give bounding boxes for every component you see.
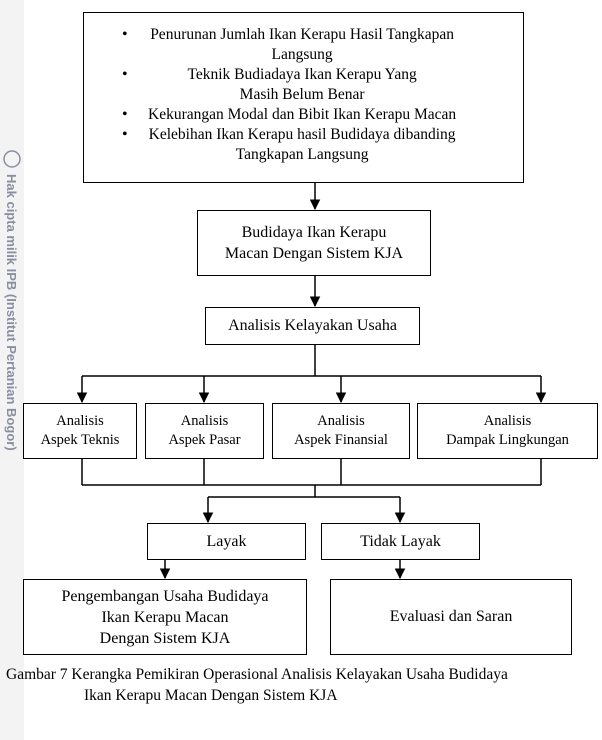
dampak-lingkungan-box: Analisis Dampak Lingkungan bbox=[417, 403, 598, 459]
pengembangan-box: Pengembangan Usaha Budidaya Ikan Kerapu … bbox=[23, 579, 307, 655]
problems-list: Penurunan Jumlah Ikan Kerapu Hasil Tangk… bbox=[84, 13, 456, 165]
caption-line-2: Ikan Kerapu Macan Dengan Sistem KJA bbox=[84, 687, 338, 704]
watermark-strip bbox=[0, 0, 24, 740]
tidak-layak-box: Tidak Layak bbox=[321, 523, 480, 560]
evaluasi-box: Evaluasi dan Saran bbox=[330, 579, 572, 655]
problem-item: Kelebihan Ikan Kerapu hasil Budidaya dib… bbox=[122, 125, 456, 165]
copyright-icon bbox=[3, 150, 21, 168]
figure-caption: Gambar 7 Kerangka Pemikiran Operasional … bbox=[6, 664, 508, 706]
watermark: Hak cipta milik IPB (Institut Pertanian … bbox=[3, 150, 21, 451]
analisis-kelayakan-box: Analisis Kelayakan Usaha bbox=[205, 307, 420, 345]
watermark-text: Hak cipta milik IPB (Institut Pertanian … bbox=[4, 174, 19, 451]
aspek-teknis-box: Analisis Aspek Teknis bbox=[23, 403, 137, 459]
aspek-finansial-box: Analisis Aspek Finansial bbox=[272, 403, 410, 459]
problem-item: Penurunan Jumlah Ikan Kerapu Hasil Tangk… bbox=[122, 25, 456, 65]
problem-item: Teknik Budiadaya Ikan Kerapu Yang Masih … bbox=[122, 65, 456, 105]
layak-box: Layak bbox=[147, 523, 306, 560]
caption-line-1: Gambar 7 Kerangka Pemikiran Operasional … bbox=[6, 666, 508, 683]
problem-item: Kekurangan Modal dan Bibit Ikan Kerapu M… bbox=[122, 105, 456, 125]
budidaya-box: Budidaya Ikan Kerapu Macan Dengan Sistem… bbox=[197, 210, 431, 276]
aspek-pasar-box: Analisis Aspek Pasar bbox=[145, 403, 264, 459]
problems-box: Penurunan Jumlah Ikan Kerapu Hasil Tangk… bbox=[83, 12, 524, 183]
